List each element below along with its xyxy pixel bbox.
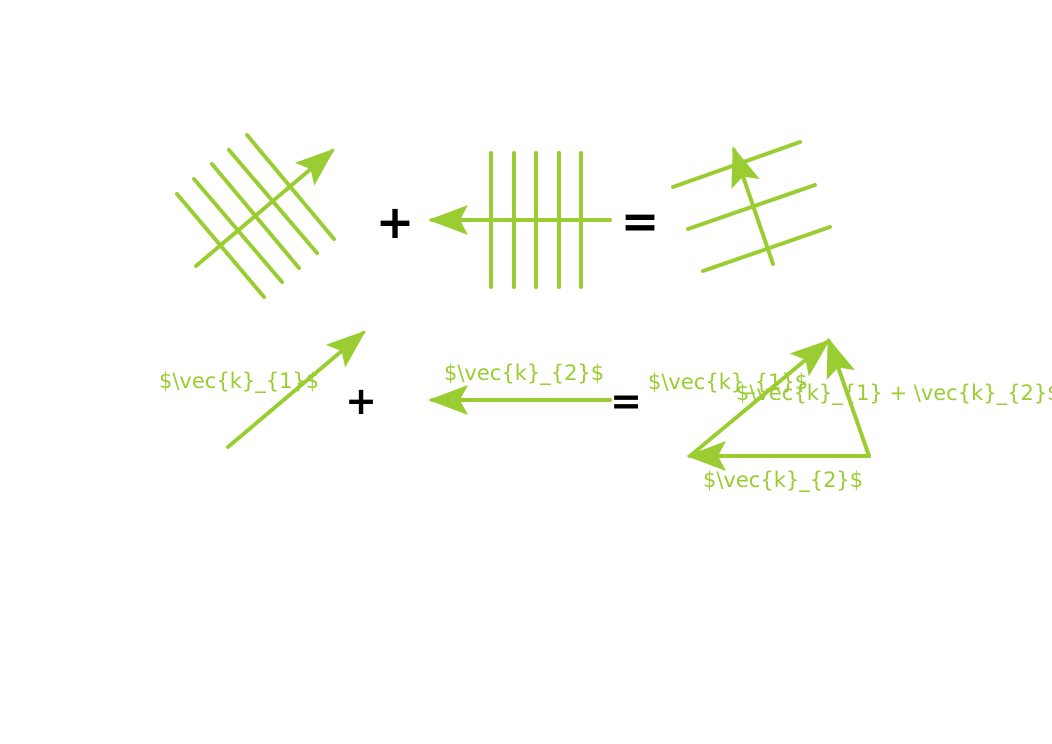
plus-sign-top: + <box>376 195 415 249</box>
wave-vector-arrow <box>194 148 336 268</box>
label-k1: $\vec{k}_{1}$ <box>159 369 319 394</box>
vector-k1 <box>226 330 367 449</box>
vector-arrow <box>226 330 367 449</box>
equals-sign-top: = <box>621 194 660 248</box>
triangle-label-sum: $\vec{k}_{1} + \vec{k}_{2}$ <box>736 381 1052 406</box>
wave-vector-arrow <box>731 146 775 266</box>
wave-1-diagonal <box>175 133 336 299</box>
plus-sign-bottom: + <box>345 379 377 423</box>
equals-sign-bottom: = <box>610 379 642 423</box>
vector-triangle <box>686 337 871 471</box>
triangle-label-k1: $\vec{k}_{1}$ <box>648 370 808 395</box>
triangle-k1-arrow <box>688 339 831 458</box>
wavefront-line <box>671 140 802 189</box>
triangle-label-k2: $\vec{k}_{2}$ <box>703 468 863 493</box>
label-k2: $\vec{k}_{2}$ <box>444 361 604 386</box>
triangle-sum-arrow <box>826 337 871 458</box>
wave-result <box>671 140 832 273</box>
wave-2-vertical <box>428 151 612 289</box>
